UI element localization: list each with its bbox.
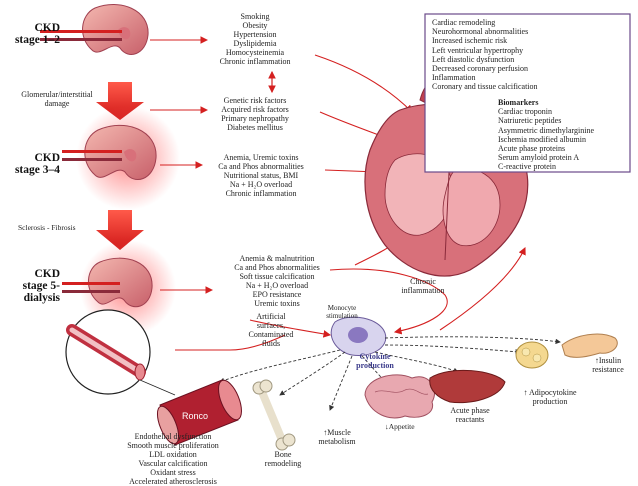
- adipose-illustration: [515, 341, 549, 369]
- bone-illustration: [252, 379, 296, 451]
- pancreas-illustration: [561, 333, 618, 358]
- brain-illustration: [364, 374, 435, 419]
- sclerosis-fibrosis-label: Sclerosis - Fibrosis: [18, 223, 76, 232]
- monocyte-illustration: [330, 316, 387, 357]
- blood-vessel-illustration: [156, 379, 242, 446]
- liver-illustration: [429, 369, 506, 404]
- progression-arrow-2: [96, 210, 144, 250]
- biomarkers-title: Biomarkers: [498, 98, 539, 107]
- cardiac-box-frame: [424, 13, 631, 173]
- watermark-text: Ronco: [182, 411, 209, 421]
- vessel-inset: [65, 309, 176, 396]
- appetite-label: ↓Appetite: [385, 422, 415, 431]
- kidney-stage-1-2: [40, 4, 149, 55]
- kidney-stage-3-4: [62, 106, 180, 210]
